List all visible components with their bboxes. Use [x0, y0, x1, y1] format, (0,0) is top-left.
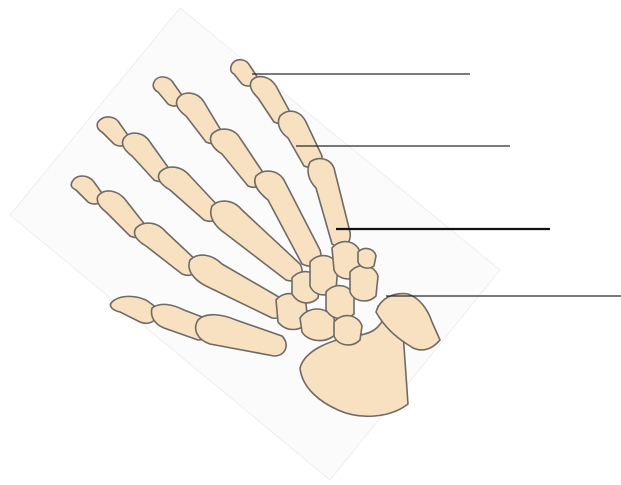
carpal-triquetrum — [350, 266, 378, 301]
carpal-pisiform — [358, 249, 376, 269]
carpal-extra — [334, 316, 362, 345]
